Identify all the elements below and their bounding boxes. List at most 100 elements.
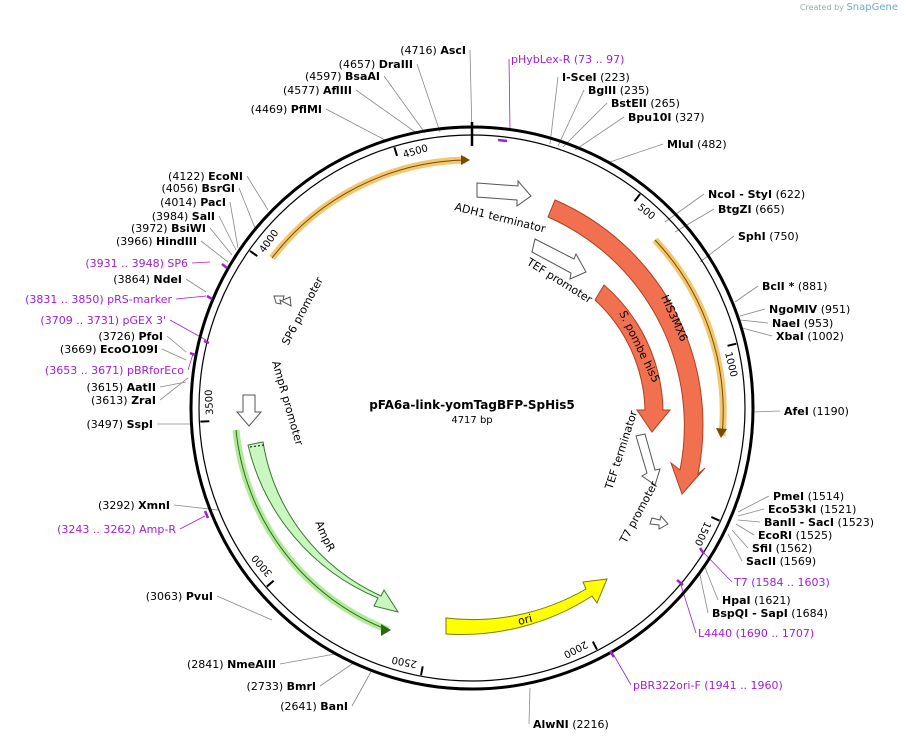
site-name-i-scei: I-SceI (562, 71, 597, 84)
site-label-sfii[interactable]: SfiI (1562) (752, 542, 812, 555)
primer-mark-amp-r (203, 510, 210, 519)
primer-label-pbr322ori-f[interactable]: pBR322ori-F (1941 .. 1960) (633, 679, 783, 692)
site-label-sali[interactable]: (3984) SalI (152, 210, 215, 223)
site-label-banii[interactable]: BanII - SacI (1523) (764, 516, 874, 529)
primer-label-pgex-3[interactable]: (3709 .. 3731) pGEX 3' (40, 314, 166, 327)
feature-tef-promoter[interactable]: TEF promoter (524, 238, 595, 306)
tef-terminator-arrow (635, 433, 661, 486)
site-label-bani[interactable]: (2641) BanI (280, 700, 348, 713)
site-label-nmeaiii[interactable]: (2841) NmeAIII (187, 658, 276, 671)
site-label-bsiwi[interactable]: (3972) BsiWI (131, 222, 206, 235)
site-name-hpai: HpaI (722, 594, 751, 607)
site-pos-eco53ki: (1521) (820, 503, 857, 516)
site-label-ecori[interactable]: EcoRI (1525) (758, 529, 832, 542)
site-label-pflmi[interactable]: (4469) PflMI (251, 103, 322, 116)
primer-label-t7[interactable]: T7 (1584 .. 1603) (733, 576, 830, 589)
site-label-bpu10i[interactable]: Bpu10I (327) (628, 111, 705, 124)
primer-name-prs-marker: pRS-marker (107, 293, 172, 306)
primer-label-phyblex-r[interactable]: pHybLex-R (73 .. 97) (511, 53, 624, 66)
site-label-bsteii[interactable]: BstEII (265) (611, 97, 680, 110)
leader-sfii (731, 529, 749, 549)
primer-label-amp-r[interactable]: (3243 .. 3262) Amp-R (57, 523, 176, 536)
site-label-econi[interactable]: (4122) EcoNI (168, 170, 243, 183)
feature-ori[interactable]: ori (445, 578, 608, 635)
site-name-sphi: SphI (738, 230, 766, 243)
site-label-afei[interactable]: AfeI (1190) (784, 405, 849, 418)
site-name-ecori: EcoRI (758, 529, 792, 542)
site-label-paci[interactable]: (4014) PacI (160, 196, 226, 209)
site-name-pfoi: PfoI (139, 330, 164, 343)
site-pos-asci: (4716) (400, 44, 437, 57)
site-name-bspqi: BspQI (712, 607, 748, 620)
primer-labels: pHybLex-R (73 .. 97)(3931 .. 3948) SP6(3… (25, 53, 830, 692)
site-pos-mlui: (482) (697, 138, 727, 151)
primer-marks (189, 138, 706, 658)
site-label-bmri[interactable]: (2733) BmrI (247, 680, 316, 693)
site-pos-zrai: (3613) (91, 394, 128, 407)
primer-leader-t7 (701, 550, 733, 583)
site-label-draiii[interactable]: (4657) DraIII (339, 58, 413, 71)
leader-pmei (737, 495, 770, 513)
site-name-bsrgi: BsrGI (202, 182, 235, 195)
primer-label-sp6[interactable]: (3931 .. 3948) SP6 (85, 257, 188, 270)
site-label-hpai[interactable]: HpaI (1621) (722, 594, 791, 607)
site-label-mlui[interactable]: MluI (482) (667, 138, 727, 151)
site-label-bsaai[interactable]: (4597) BsaAI (305, 70, 380, 83)
site-label-ngomiv[interactable]: NgoMIV (951) (769, 303, 850, 316)
site-label-pmei[interactable]: PmeI (1514) (773, 490, 844, 503)
snapgene-credit: Created by SnapGene (800, 2, 898, 13)
site-name-bsaai: BsaAI (345, 70, 380, 83)
site-label-ncoi[interactable]: NcoI - StyI (622) (708, 188, 805, 201)
primer-leader-sp6 (191, 261, 211, 264)
site-label-bglii[interactable]: BglII (235) (588, 84, 649, 97)
primer-name-pbrforeco: pBRforEco (127, 364, 184, 377)
site-label-bspqi[interactable]: BspQI - SapI (1684) (712, 607, 828, 620)
primer-range-t7: (1584 .. 1603) (751, 576, 830, 589)
site-label-ndei[interactable]: (3864) NdeI (113, 273, 182, 286)
site-label-bsrgi[interactable]: (4056) BsrGI (161, 182, 235, 195)
site-label-xbai[interactable]: XbaI (1002) (776, 330, 844, 343)
site-label-xmni[interactable]: (3292) XmnI (98, 499, 170, 512)
primer-label-pbrforeco[interactable]: (3653 .. 3671) pBRforEco (45, 364, 184, 377)
feature-adh1-terminator[interactable]: ADH1 terminator (453, 179, 547, 236)
site-name-naei: NaeI (772, 317, 800, 330)
site-label-sphi[interactable]: SphI (750) (738, 230, 799, 243)
feature-t7-promoter[interactable]: T7 promoter (617, 479, 669, 547)
primer-label-prs-marker[interactable]: (3831 .. 3850) pRS-marker (25, 293, 172, 306)
site-pos-hindiii: (3966) (116, 235, 153, 248)
primer-leader-pbr322ori-f (611, 651, 632, 686)
site-label-sacii[interactable]: SacII (1569) (746, 555, 816, 568)
site-label-zrai[interactable]: (3613) ZraI (91, 394, 156, 407)
plasmid-name: pFA6a-link-yomTagBFP-SpHis5 (369, 398, 575, 412)
site-label-naei[interactable]: NaeI (953) (772, 317, 833, 330)
site-label-alwni[interactable]: AlwNI (2216) (533, 718, 609, 731)
primer-range-pbr322ori-f: (1941 .. 1960) (704, 679, 783, 692)
site-label-i-scei[interactable]: I-SceI (223) (562, 71, 630, 84)
site-label-eco53ki[interactable]: Eco53kI (1521) (768, 503, 856, 516)
site-label-ecoo109i[interactable]: (3669) EcoO109I (60, 343, 158, 356)
site-label-hindiii[interactable]: (3966) HindIII (116, 235, 197, 248)
primer-label-l4440[interactable]: L4440 (1690 .. 1707) (698, 627, 814, 640)
site-label-btgzi[interactable]: BtgZI (665) (718, 203, 785, 216)
primer-leader-pbrforeco (187, 353, 194, 371)
site-label-pfoi[interactable]: (3726) PfoI (98, 330, 163, 343)
credit-prefix: Created by (799, 3, 844, 12)
site-pos-alwni: (2216) (572, 718, 609, 731)
site-label-aatii[interactable]: (3615) AatII (87, 381, 156, 394)
site-label-bcli[interactable]: BclI * (881) (762, 280, 827, 293)
site-name-draiii: DraIII (379, 58, 413, 71)
site-name-sspi: SspI (127, 418, 153, 431)
site-pos-afliii: (4577) (283, 84, 320, 97)
site-pos-sfii: (1562) (776, 542, 813, 555)
primer-leader-prs-marker (175, 295, 207, 300)
site-label-pvui[interactable]: (3063) PvuI (146, 590, 213, 603)
site-label-sspi[interactable]: (3497) SspI (86, 418, 153, 431)
site-label-afliii[interactable]: (4577) AflIII (283, 84, 352, 97)
plasmid-size: 4717 bp (451, 415, 492, 426)
feature-sp6-promoter[interactable]: SP6 promoter (273, 275, 326, 348)
primer-range-l4440: (1690 .. 1707) (736, 627, 815, 640)
feature-ampr-promoter[interactable]: AmpR promoter (235, 359, 306, 447)
site-label-asci[interactable]: (4716) AscI (400, 44, 466, 57)
primer-range-sp6: (3931 .. 3948) (85, 257, 164, 270)
leader-ecoo109i (161, 348, 187, 361)
